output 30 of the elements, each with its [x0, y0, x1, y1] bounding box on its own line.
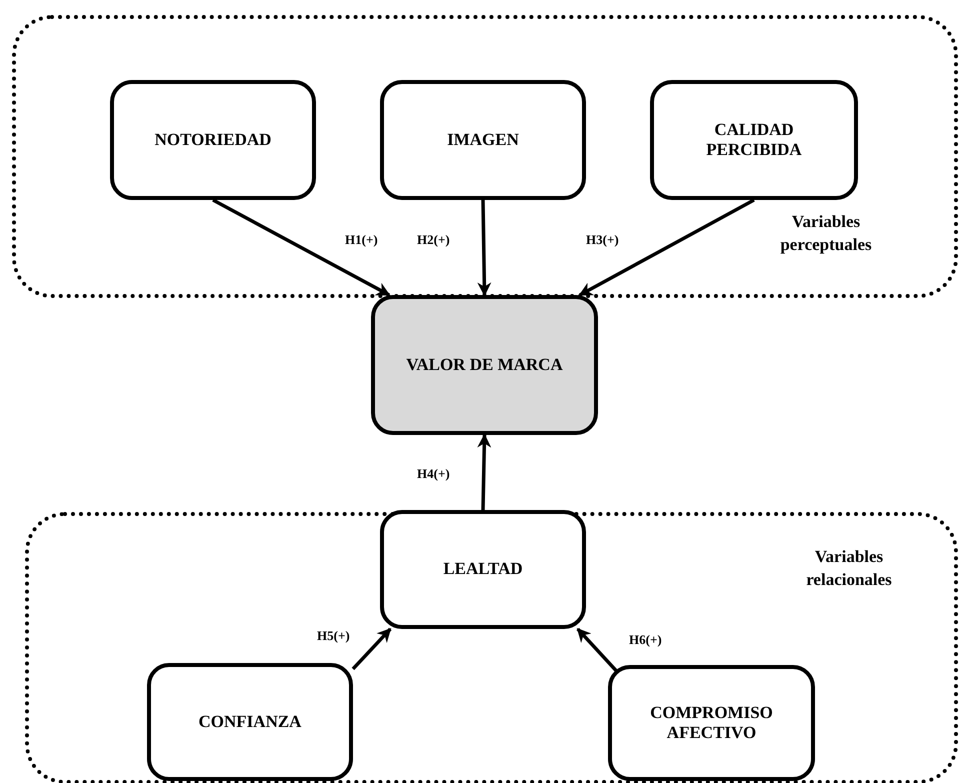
concept-label: IMAGEN [447, 130, 519, 150]
edge-label: H3(+) [585, 232, 620, 248]
concept-label: CONFIANZA [198, 712, 302, 732]
arrow [477, 434, 492, 510]
edge-label: H6(+) [628, 632, 663, 648]
edge-label: H5(+) [316, 628, 351, 644]
concept-label: VALOR DE MARCA [406, 354, 563, 376]
edge-label: H1(+) [344, 232, 379, 248]
concept-label: CALIDAD PERCIBIDA [705, 120, 803, 160]
concept-box [380, 80, 586, 200]
concept-box [371, 295, 598, 435]
group-heading: Variables perceptuales [779, 211, 873, 256]
concept-label: NOTORIEDAD [154, 130, 272, 150]
concept-box [147, 663, 353, 781]
group-heading: Variables relacionales [805, 546, 893, 591]
concept-box [380, 510, 586, 629]
arrow [576, 628, 618, 672]
concept-label: COMPROMISO AFECTIVO [649, 702, 774, 744]
concept-label: LEALTAD [443, 559, 523, 580]
edge-label: H4(+) [416, 466, 451, 482]
concept-box [650, 80, 858, 200]
edge-label: H2(+) [416, 232, 451, 248]
arrow [352, 628, 392, 670]
group-frame [12, 15, 958, 298]
group-frame [25, 512, 958, 783]
arrow [212, 198, 390, 297]
concept-box [110, 80, 316, 200]
arrow [578, 198, 755, 297]
concept-box [608, 665, 815, 781]
arrow [477, 200, 492, 296]
